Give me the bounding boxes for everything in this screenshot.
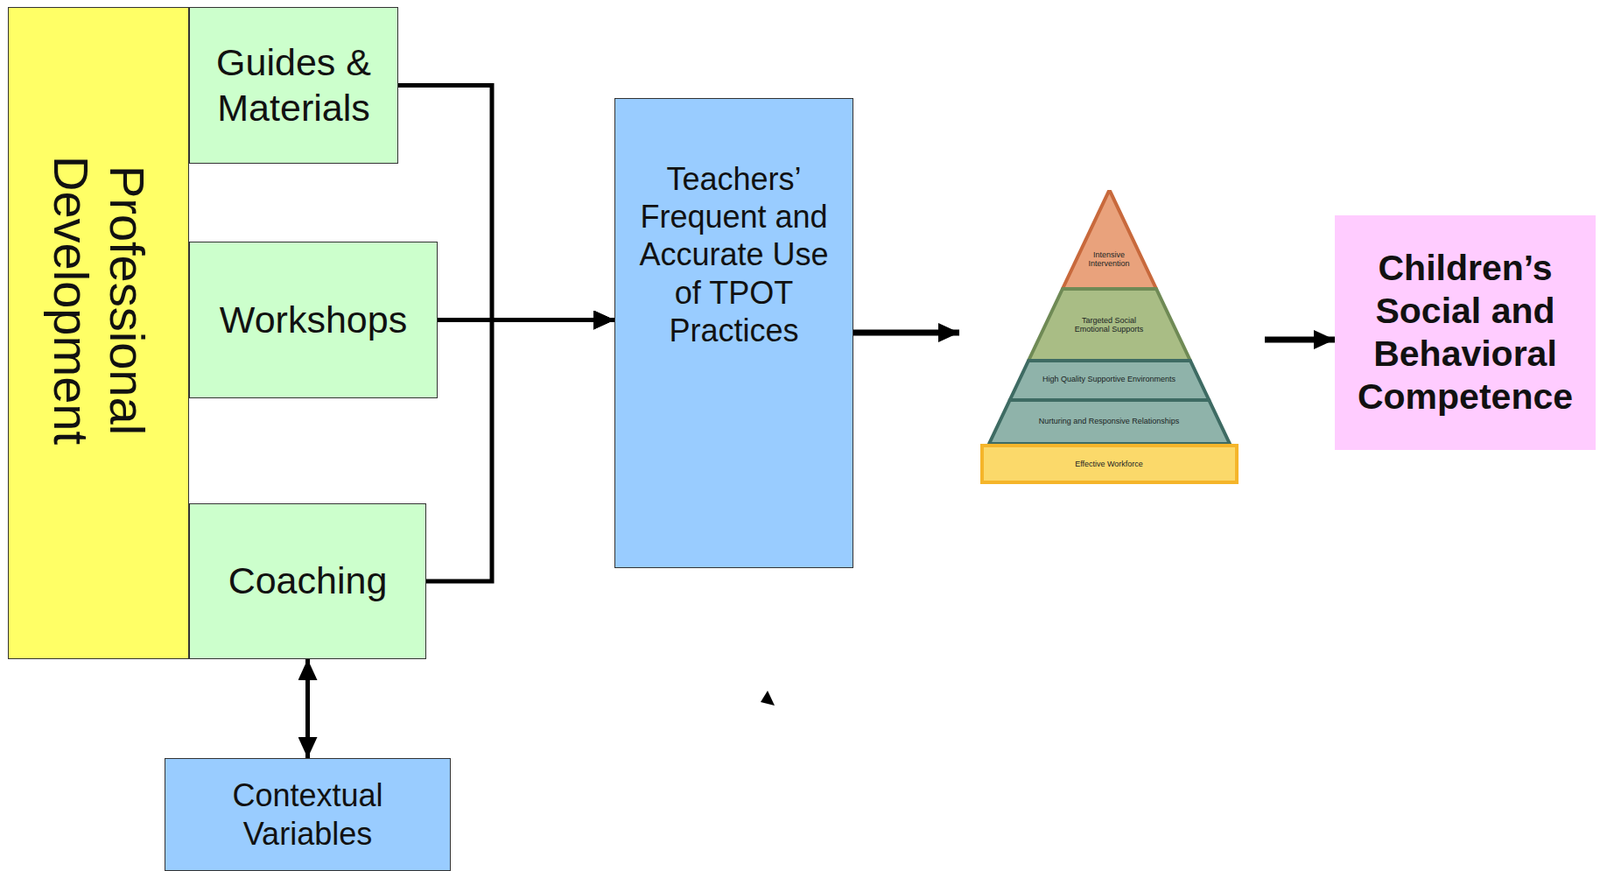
node-label: Children’s Social and Behavioral Compete…	[1345, 246, 1586, 420]
process-box: Coaching	[189, 503, 427, 660]
result-box: Children’s Social and Behavioral Compete…	[1334, 215, 1596, 450]
pyramid-band	[1028, 288, 1191, 361]
flow-arrow	[305, 659, 310, 758]
pyramid-outline	[980, 189, 1239, 486]
pyramid-figure: Intensive InterventionTargeted Social Em…	[980, 189, 1239, 486]
context-box: Contextual Variables	[164, 757, 451, 871]
pyramid-label: High Quality Supportive Environments	[1032, 375, 1186, 385]
pyramid-label: Effective Workforce	[1021, 460, 1197, 470]
node-label: Professional Development	[42, 125, 155, 476]
node-label: Coaching	[228, 558, 388, 604]
process-box: Guides & Materials	[189, 7, 399, 164]
pyramid-label: Targeted Social Emotional Supports	[1073, 316, 1144, 335]
stray-arrowhead	[760, 690, 775, 706]
node-label: Teachers’ Frequent and Accurate Use of T…	[624, 160, 843, 350]
node-label: Workshops	[219, 297, 408, 344]
flow-arrow	[853, 329, 960, 337]
pyramid-base	[982, 445, 1237, 483]
node-label: Guides & Materials	[199, 40, 388, 131]
pyramid-label: Intensive Intervention	[1082, 251, 1136, 269]
pyramid-label: Nurturing and Responsive Relationships	[1017, 417, 1201, 427]
pyramid-band	[1062, 189, 1157, 289]
pyramid-band	[989, 400, 1230, 444]
pyramid-band	[1010, 360, 1210, 400]
outcome-box: Teachers’ Frequent and Accurate Use of T…	[614, 98, 854, 569]
flow-arrow	[1264, 336, 1335, 344]
node-label: Contextual Variables	[175, 776, 441, 852]
category-band: Professional Development	[7, 7, 190, 660]
flow-arrow	[426, 320, 615, 583]
process-box: Workshops	[189, 241, 438, 399]
